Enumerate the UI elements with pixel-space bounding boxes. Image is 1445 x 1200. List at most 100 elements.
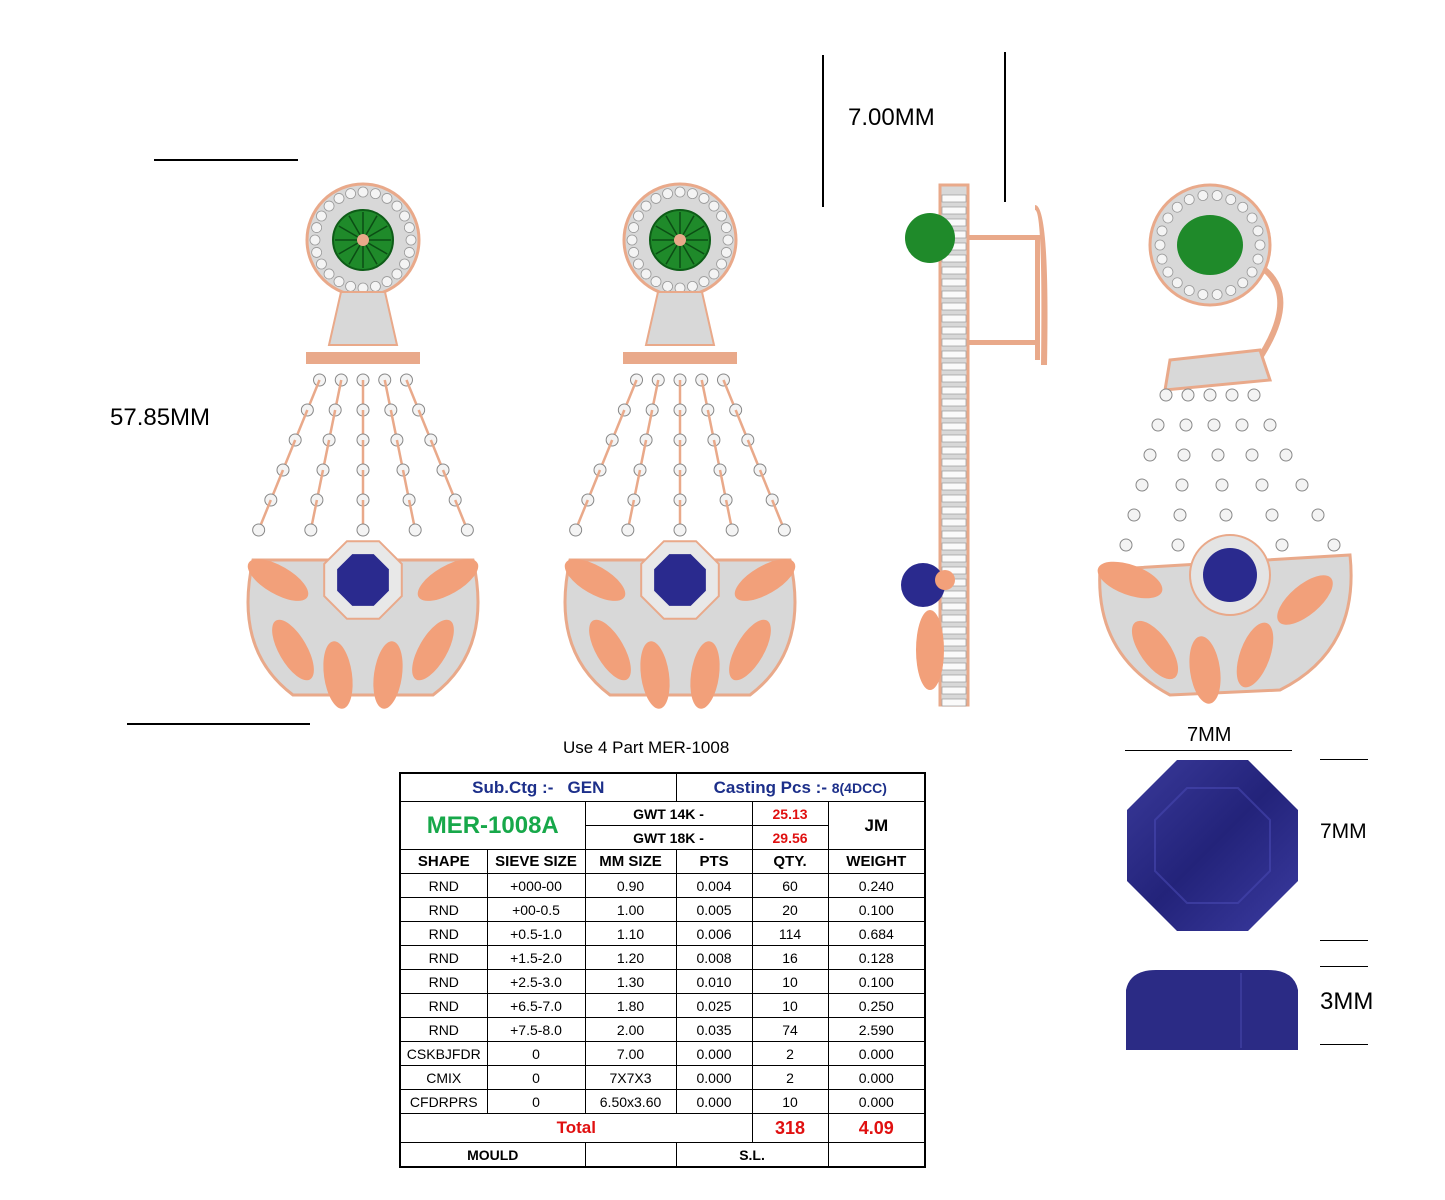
caption-text: Use 4 Part MER-1008 — [563, 738, 730, 757]
post-dim-left-line — [822, 55, 824, 207]
table-cell: 0.008 — [675, 945, 753, 970]
table-cell: 10 — [751, 1089, 829, 1114]
gwt18-label: GWT 18K - — [584, 825, 753, 850]
table-cell: RND — [399, 921, 488, 946]
table-cell: 0.000 — [827, 1065, 926, 1090]
table-cell: 0 — [486, 1041, 586, 1066]
gwt18-value: 29.56 — [751, 825, 829, 850]
stone-height-top-line — [1320, 759, 1368, 760]
table-cell: 1.30 — [584, 969, 677, 994]
stone-depth-bottom-line — [1320, 1044, 1368, 1045]
stone-depth-top-line — [1320, 966, 1368, 967]
total-qty: 318 — [751, 1113, 829, 1143]
table-cell: +000-00 — [486, 873, 586, 898]
table-cell: CMIX — [399, 1065, 488, 1090]
table-cell: RND — [399, 1017, 488, 1042]
table-cell: 0.010 — [675, 969, 753, 994]
earring-side-view — [901, 183, 1048, 707]
mould-row: MOULD S.L. — [399, 1142, 926, 1168]
table-cell: 0.240 — [827, 873, 926, 898]
table-cell: 0.100 — [827, 969, 926, 994]
octagon-stone-top-view — [1127, 760, 1298, 931]
table-cell: 0.250 — [827, 993, 926, 1018]
table-cell: 2 — [751, 1041, 829, 1066]
post-width-label: 7.00MM — [848, 104, 935, 131]
table-cell: 0.684 — [827, 921, 926, 946]
column-header: QTY. — [751, 849, 829, 874]
table-cell: +00-0.5 — [486, 897, 586, 922]
mould-label: MOULD — [399, 1142, 586, 1168]
stone-depth-label: 3MM — [1320, 988, 1374, 1015]
gwt14-label: GWT 14K - — [584, 801, 753, 826]
table-cell: 60 — [751, 873, 829, 898]
stone-height-bottom-line — [1320, 940, 1368, 941]
sl-label: S.L. — [675, 1142, 829, 1168]
subctg-label: Sub.Ctg :- — [472, 777, 554, 797]
table-cell: 0.128 — [827, 945, 926, 970]
earring-front-view — [246, 182, 480, 709]
octagon-stone-side-view — [1126, 970, 1298, 1050]
column-header: SHAPE — [399, 849, 488, 874]
table-cell: RND — [399, 945, 488, 970]
earring-angled-view — [1097, 183, 1353, 704]
table-cell: RND — [399, 969, 488, 994]
table-cell: +0.5-1.0 — [486, 921, 586, 946]
table-cell: 0.000 — [675, 1041, 753, 1066]
table-cell: 0.025 — [675, 993, 753, 1018]
height-dimension-label: 57.85MM — [110, 404, 211, 431]
height-dim-top-line — [154, 159, 298, 161]
table-cell: RND — [399, 873, 488, 898]
design-number: MER-1008A — [426, 811, 559, 839]
table-cell: 7X7X3 — [584, 1065, 677, 1090]
table-cell: 2.590 — [827, 1017, 926, 1042]
table-cell: 10 — [751, 993, 829, 1018]
table-cell: 16 — [751, 945, 829, 970]
column-header: PTS — [675, 849, 753, 874]
table-cell: RND — [399, 897, 488, 922]
subctg-row: Sub.Ctg :- GEN Casting Pcs :- 8(4DCC) — [399, 772, 926, 802]
table-cell: 0.035 — [675, 1017, 753, 1042]
table-cell: +7.5-8.0 — [486, 1017, 586, 1042]
total-row: Total 318 4.09 — [399, 1113, 926, 1143]
table-cell: +6.5-7.0 — [486, 993, 586, 1018]
column-header: MM SIZE — [584, 849, 677, 874]
table-cell: +1.5-2.0 — [486, 945, 586, 970]
gwt14-value: 25.13 — [751, 801, 829, 826]
table-cell: 0.000 — [827, 1089, 926, 1114]
table-cell: 0.000 — [675, 1065, 753, 1090]
table-cell: 0.005 — [675, 897, 753, 922]
table-cell: 0.000 — [827, 1041, 926, 1066]
height-dim-bottom-line — [127, 723, 310, 725]
column-header: WEIGHT — [827, 849, 926, 874]
table-cell: 0.100 — [827, 897, 926, 922]
table-cell: 0.90 — [584, 873, 677, 898]
earring-front-view-2 — [563, 182, 797, 709]
table-cell: 1.00 — [584, 897, 677, 922]
casting-value: 8(4DCC) — [831, 779, 887, 796]
table-cell: 2.00 — [584, 1017, 677, 1042]
table-cell: 0.004 — [675, 873, 753, 898]
table-cell: 0.000 — [675, 1089, 753, 1114]
maker-code: JM — [827, 801, 926, 850]
table-cell: +2.5-3.0 — [486, 969, 586, 994]
total-weight: 4.09 — [827, 1113, 926, 1143]
table-cell: 7.00 — [584, 1041, 677, 1066]
table-cell: 1.20 — [584, 945, 677, 970]
casting-label: Casting Pcs :- — [713, 777, 827, 797]
table-cell: 0 — [486, 1065, 586, 1090]
stone-width-line — [1125, 750, 1292, 751]
stone-width-label: 7MM — [1187, 724, 1232, 746]
table-cell: 1.10 — [584, 921, 677, 946]
table-cell: RND — [399, 993, 488, 1018]
